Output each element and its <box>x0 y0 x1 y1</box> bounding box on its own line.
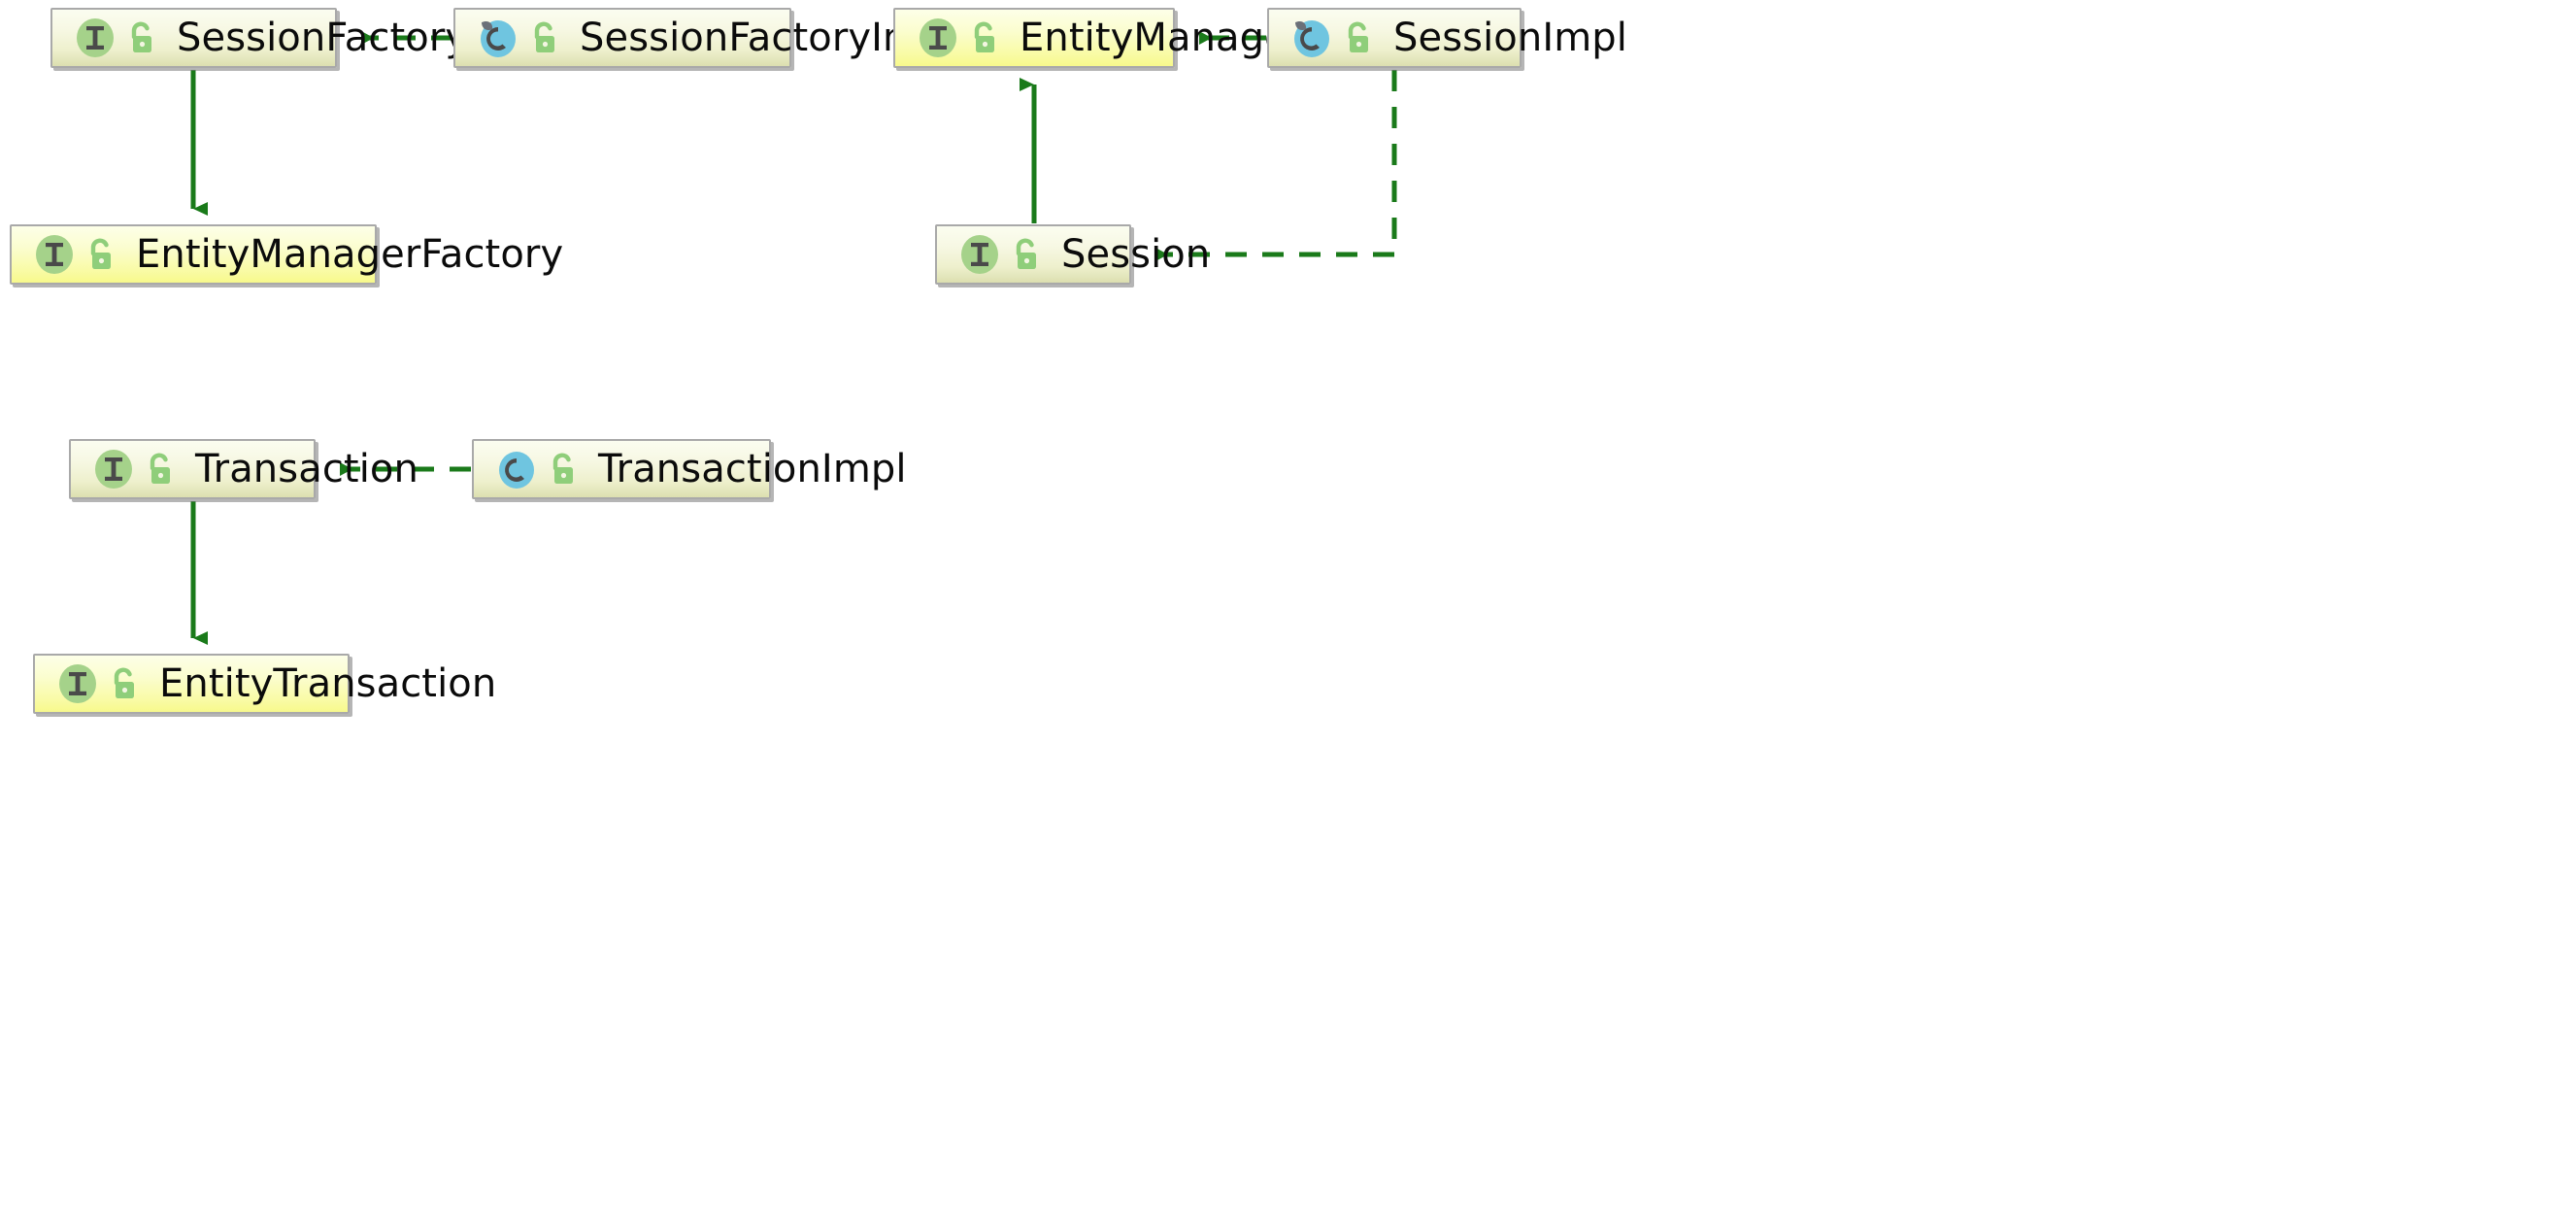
public-unlocked-padlock-icon <box>85 237 117 272</box>
uml-node-transaction[interactable]: Transaction <box>69 439 418 499</box>
interface-icon <box>92 448 135 490</box>
stereotype-icon-group <box>917 17 1000 59</box>
uml-node-entity-manager-factory[interactable]: EntityManagerFactory <box>10 224 563 285</box>
uml-node-session-factory[interactable]: SessionFactory <box>50 8 468 68</box>
public-unlocked-padlock-icon <box>969 20 1000 55</box>
public-unlocked-padlock-icon <box>109 666 140 701</box>
class-icon <box>1290 17 1333 59</box>
uml-node-label: SessionFactory <box>177 16 469 60</box>
public-unlocked-padlock-icon <box>529 20 560 55</box>
uml-node-label: Transaction <box>195 447 418 491</box>
uml-node-session[interactable]: Session <box>935 224 1210 285</box>
uml-node-session-impl[interactable]: SessionImpl <box>1267 8 1627 68</box>
public-unlocked-padlock-icon <box>145 452 176 487</box>
uml-node-transaction-impl[interactable]: TransactionImpl <box>472 439 906 499</box>
public-unlocked-padlock-icon <box>1011 237 1042 272</box>
public-unlocked-padlock-icon <box>126 20 157 55</box>
uml-node-session-factory-impl[interactable]: SessionFactoryImpl <box>453 8 956 68</box>
stereotype-icon-group <box>56 662 140 705</box>
stereotype-icon-group <box>33 233 117 276</box>
interface-icon <box>958 233 1001 276</box>
stereotype-icon-group <box>477 17 560 59</box>
uml-node-label: SessionImpl <box>1393 16 1627 60</box>
uml-node-entity-transaction[interactable]: EntityTransaction <box>33 654 496 714</box>
uml-node-label: EntityManager <box>1020 16 1305 60</box>
class-icon <box>495 448 538 490</box>
uml-node-label: Session <box>1061 232 1211 277</box>
uml-node-label: TransactionImpl <box>598 447 907 491</box>
uml-node-entity-manager[interactable]: EntityManager <box>893 8 1304 68</box>
public-unlocked-padlock-icon <box>1343 20 1374 55</box>
interface-icon <box>56 662 99 705</box>
stereotype-icon-group <box>92 448 176 490</box>
interface-icon <box>74 17 117 59</box>
stereotype-icon-group <box>74 17 157 59</box>
interface-icon <box>917 17 959 59</box>
uml-node-label: EntityTransaction <box>159 661 497 706</box>
edge-sessionimpl-implements-session <box>1155 70 1397 261</box>
stereotype-icon-group <box>958 233 1042 276</box>
interface-icon <box>33 233 76 276</box>
uml-node-label: EntityManagerFactory <box>136 232 564 277</box>
public-unlocked-padlock-icon <box>548 452 579 487</box>
stereotype-icon-group <box>495 448 579 490</box>
stereotype-icon-group <box>1290 17 1374 59</box>
class-icon <box>477 17 519 59</box>
